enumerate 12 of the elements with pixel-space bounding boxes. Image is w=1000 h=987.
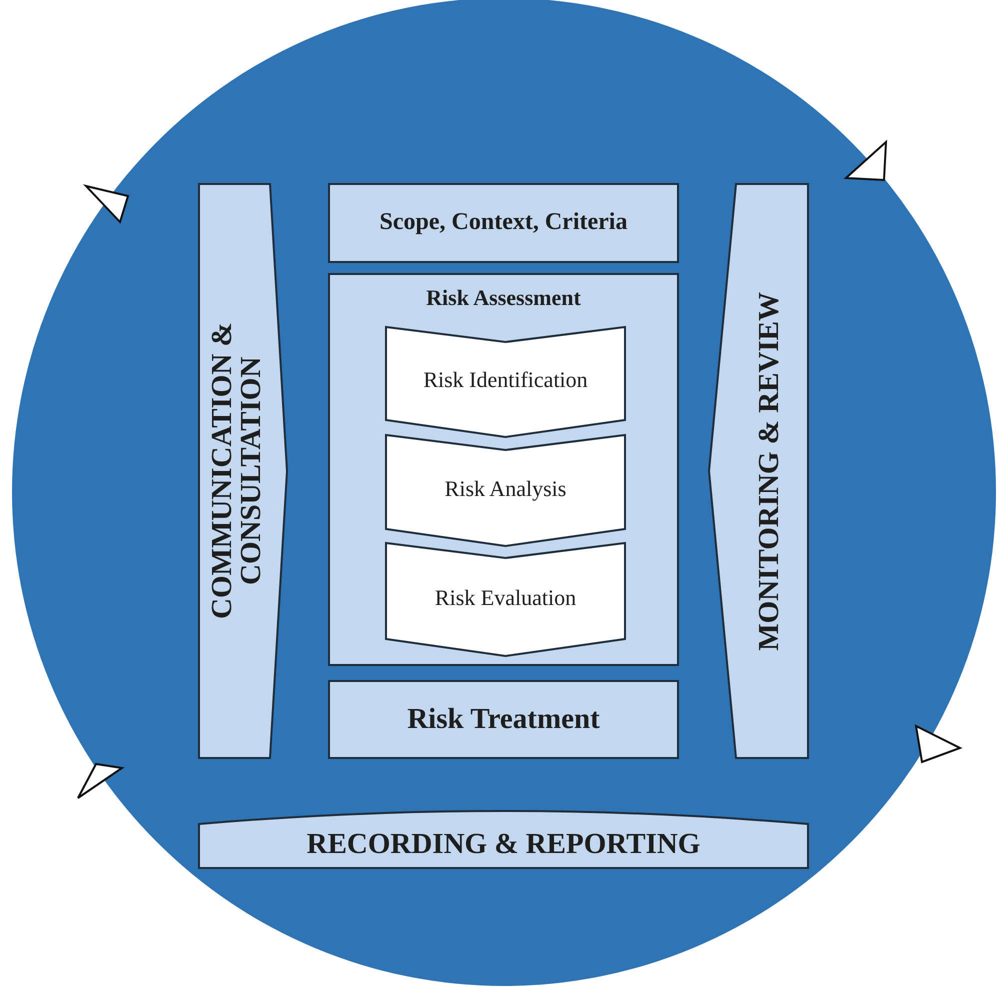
step-label: Risk Analysis [444,476,566,502]
band-label: COMMUNICATION & CONSULTATION [208,322,266,622]
process-box [328,680,679,759]
step-label: Risk Evaluation [434,584,576,610]
section-heading: Risk Assessment [425,285,582,310]
section-panel [328,273,679,666]
box-label: Risk Treatment [407,702,600,736]
band-label: RECORDING & REPORTING [306,828,700,862]
box-label: Scope, Context, Criteria [380,209,628,237]
band-label: MONITORING & REVIEW [755,292,784,650]
process-box [328,183,679,263]
step-label: Risk Identification [423,367,588,393]
